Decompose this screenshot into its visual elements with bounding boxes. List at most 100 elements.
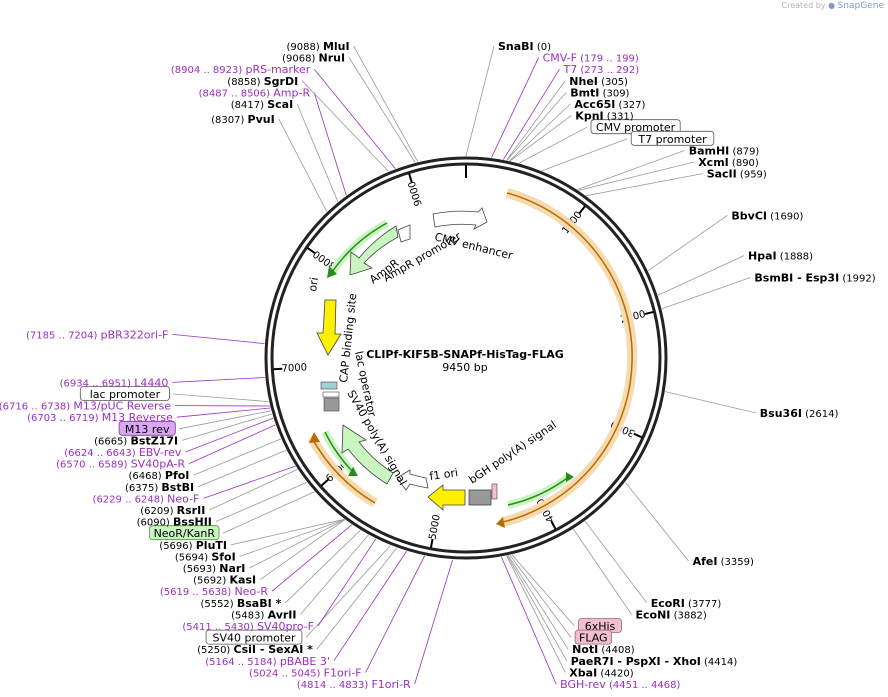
label-name: M13 rev: [125, 423, 170, 436]
leader-line: [313, 68, 396, 169]
map-label-primer[interactable]: (6703 .. 6719) M13 Reverse: [27, 411, 173, 424]
map-label-enzyme[interactable]: BmtI (309): [570, 86, 629, 99]
map-label-primer[interactable]: (5619 .. 5638) Neo-R: [160, 585, 269, 598]
map-label-primer[interactable]: (5024 .. 5045) F1ori-F: [249, 666, 362, 679]
label-text: (6209) RsrII: [140, 504, 205, 517]
map-label-primer[interactable]: (5411 .. 5430) SV40pro-F: [182, 620, 314, 633]
map-label-enzyme[interactable]: (5552) BsaBI *: [200, 597, 281, 610]
map-label-primer[interactable]: (6229 .. 6248) Neo-F: [93, 492, 200, 505]
map-label-enzyme[interactable]: Acc65I (327): [574, 98, 645, 111]
label-pos: (8858): [227, 77, 263, 88]
map-label-primer[interactable]: BGH-rev (4451 .. 4468): [560, 678, 680, 691]
map-label-primer[interactable]: (7185 .. 7204) pBR322ori-F: [26, 328, 168, 341]
map-label-enzyme[interactable]: (6468) PfoI: [128, 469, 189, 482]
map-label-primer[interactable]: (6570 .. 6589) SV40pA-R: [56, 458, 185, 471]
label-text: (8307) PvuI: [211, 113, 275, 126]
map-label-enzyme[interactable]: EcoRI (3777): [651, 597, 722, 610]
backbone-inner-ring: [270, 162, 662, 554]
leader-line: [491, 57, 539, 158]
leader-line: [296, 103, 339, 202]
label-name: XbaI: [569, 666, 597, 679]
map-label-enzyme[interactable]: (6665) BstZ17I: [94, 434, 178, 447]
map-label-enzyme[interactable]: XbaI (4420): [569, 666, 633, 679]
map-label-primer[interactable]: (6934 .. 6951) L4440: [60, 376, 169, 389]
neor-green-arrowhead: [348, 467, 358, 476]
map-label-enzyme[interactable]: (9088) MluI: [287, 40, 350, 53]
label-name: SgrDI: [264, 75, 298, 88]
map-label-enzyme[interactable]: (6090) BssHII: [137, 516, 212, 529]
credit-prefix: Created by: [781, 1, 826, 10]
leader-line: [215, 482, 307, 522]
map-label-enzyme[interactable]: (5692) KasI: [193, 574, 256, 587]
map-label-enzyme[interactable]: (9068) NruI: [282, 52, 345, 65]
leader-line: [301, 80, 389, 172]
map-label-enzyme[interactable]: (6375) BstBI: [125, 481, 194, 494]
tick-mark: [644, 310, 654, 316]
map-label-primer[interactable]: (8904 .. 8923) pRS-marker: [171, 63, 311, 76]
label-pos: (5483): [231, 610, 267, 621]
map-label-enzyme[interactable]: (5694) SfoI: [175, 550, 236, 563]
map-label-boxed[interactable]: lac promoter: [79, 386, 170, 402]
map-label-primer[interactable]: (8487 .. 8506) Amp-R: [199, 86, 311, 99]
map-label-tag[interactable]: FLAG: [574, 629, 612, 645]
map-label-boxed[interactable]: SV40 promoter: [205, 629, 303, 645]
map-label-enzyme[interactable]: (8417) ScaI: [231, 98, 293, 111]
leader-line: [172, 377, 265, 383]
map-label-enzyme[interactable]: (5693) NarI: [183, 562, 246, 575]
label-text: (4814 .. 4833) F1ori-R: [297, 678, 411, 691]
label-text: (7185 .. 7204) pBR322ori-F: [26, 328, 168, 341]
map-label-enzyme[interactable]: (8307) PvuI: [211, 113, 275, 126]
map-label-enzyme[interactable]: EcoNI (3882): [636, 608, 707, 621]
map-label-enzyme[interactable]: (5250) CsiI - SexAI *: [197, 643, 313, 656]
label-text: SacII (959): [707, 168, 767, 181]
map-label-enzyme[interactable]: PaeR7I - PspXI - XhoI (4414): [571, 655, 738, 668]
label-name: EcoRI: [651, 597, 685, 610]
map-label-primer[interactable]: (6716 .. 6738) M13/pUC Reverse: [0, 400, 171, 413]
map-label-enzyme[interactable]: (8858) SgrDI: [227, 75, 298, 88]
map-label-primer[interactable]: CMV-F (179 .. 199): [543, 52, 639, 65]
map-label-enzyme[interactable]: BamHI (879): [689, 144, 760, 157]
f1-ori-label: f1 ori: [429, 466, 459, 483]
map-label-enzyme[interactable]: SacII (959): [707, 168, 767, 181]
map-label-enzyme[interactable]: HpaI (1888): [748, 250, 813, 263]
label-name: KpnI: [575, 110, 603, 123]
label-pos: (5411 .. 5430): [182, 622, 257, 633]
map-label-enzyme[interactable]: (5483) AvrII: [231, 608, 296, 621]
map-label-primer[interactable]: (6624 .. 6643) EBV-rev: [64, 446, 182, 459]
map-label-purplebox[interactable]: M13 rev: [118, 420, 176, 436]
label-name: NotI: [572, 643, 598, 656]
leader-line: [509, 554, 572, 638]
leader-line: [249, 519, 345, 569]
label-text: (5692) KasI: [193, 574, 256, 587]
label-pos: (3882): [670, 610, 707, 621]
map-label-primer[interactable]: (5164 .. 5184) pBABE 3': [205, 655, 330, 668]
neor-orange-line: [311, 437, 376, 504]
map-label-enzyme[interactable]: BbvCI (1690): [731, 209, 803, 222]
label-text: HpaI (1888): [748, 250, 813, 263]
tick-mark: [408, 173, 413, 183]
map-label-enzyme[interactable]: (5696) PluTI: [159, 539, 227, 552]
map-label-enzyme[interactable]: NotI (4408): [572, 643, 635, 656]
map-label-enzyme[interactable]: XcmI (890): [698, 156, 759, 169]
map-label-enzyme[interactable]: Bsu36I (2614): [760, 407, 839, 420]
map-label-primer[interactable]: (4814 .. 4833) F1ori-R: [297, 678, 411, 691]
label-text: (6703 .. 6719) M13 Reverse: [27, 411, 173, 424]
label-name: SV40pro-F: [257, 620, 314, 633]
map-label-greenbox[interactable]: NeoR/KanR: [149, 525, 220, 541]
map-label-enzyme[interactable]: NheI (305): [569, 75, 628, 88]
map-label-enzyme[interactable]: BsmBI - Esp3I (1992): [754, 272, 875, 285]
label-name: Bsu36I: [760, 407, 802, 420]
map-label-enzyme[interactable]: KpnI (331): [575, 110, 633, 123]
label-pos: (6570 .. 6589): [56, 460, 131, 471]
leader-line: [278, 118, 328, 212]
map-label-enzyme[interactable]: AfeI (3359): [693, 555, 754, 568]
map-label-enzyme[interactable]: (6209) RsrII: [140, 504, 205, 517]
map-label-boxed[interactable]: T7 promoter: [630, 130, 715, 146]
leader-line: [624, 482, 689, 562]
map-label-enzyme[interactable]: SnaBI (0): [498, 40, 551, 53]
leader-line: [348, 57, 416, 163]
label-pos: (309): [599, 88, 629, 99]
map-label-primer[interactable]: T7 (273 .. 292): [563, 63, 640, 76]
label-name: pBR322ori-F: [101, 328, 169, 341]
label-name: T7: [563, 63, 578, 76]
